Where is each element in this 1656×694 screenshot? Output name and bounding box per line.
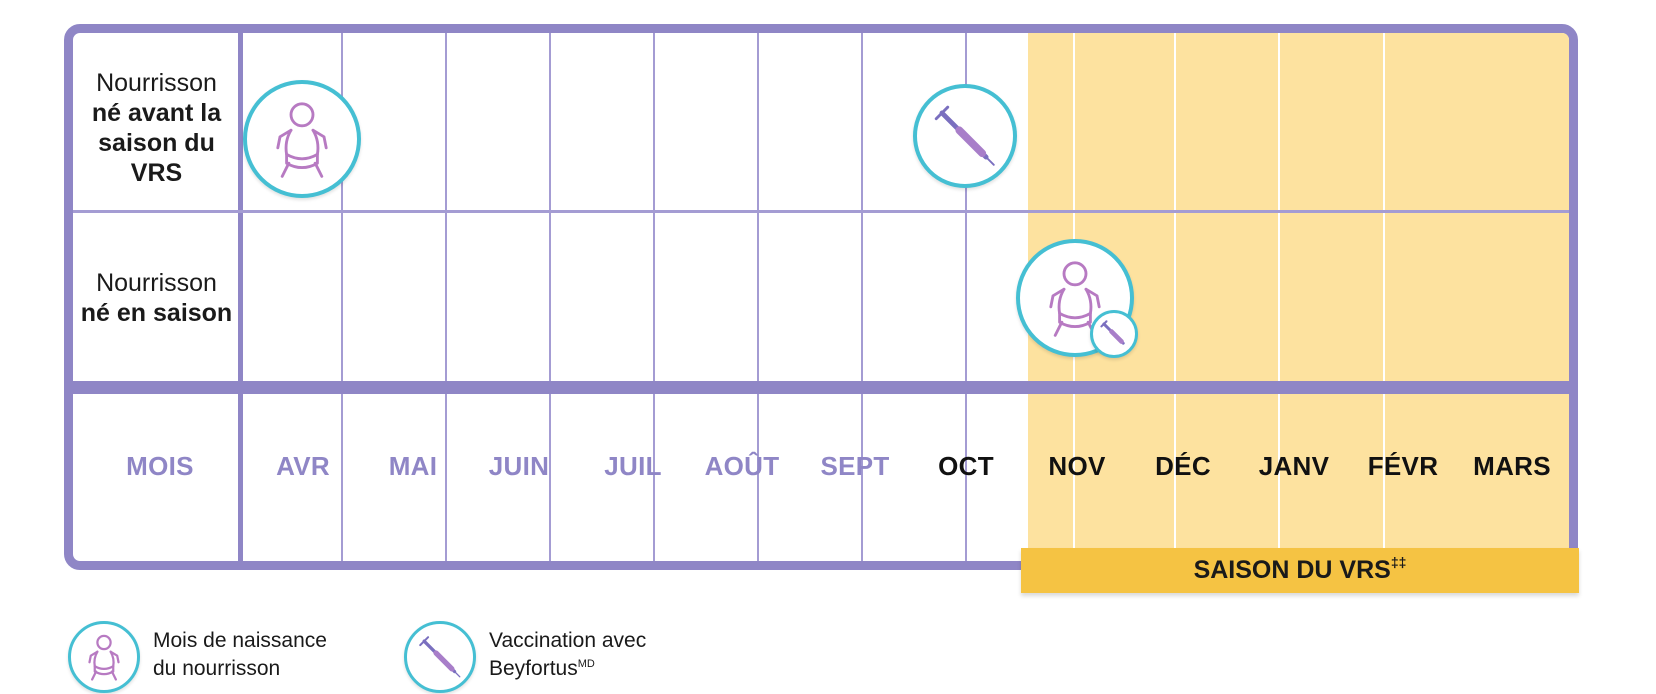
row-label-before-season: Nourrisson né avant la saison du VRS	[73, 68, 240, 188]
grid-line	[1174, 33, 1176, 561]
grid-line	[861, 33, 863, 561]
month-label: MAI	[388, 451, 438, 481]
month-label: DÉC	[1155, 451, 1211, 481]
grid-line	[445, 33, 447, 561]
row-divider	[73, 210, 1569, 213]
month-label: FÉVR	[1367, 451, 1439, 481]
month-label: SEPT	[820, 451, 890, 481]
legend-birth-line2: du nourrisson	[153, 657, 281, 680]
month-label: MARS	[1473, 451, 1551, 481]
month-label: OCT	[938, 451, 994, 481]
month-label: AVR	[276, 451, 330, 481]
legend-syringe-icon	[404, 621, 476, 693]
month-label: JANV	[1258, 451, 1330, 481]
grid-line	[965, 33, 967, 561]
row-label-bold: né en saison	[80, 299, 233, 327]
months-header: MOIS	[126, 451, 194, 481]
grid-line	[549, 33, 551, 561]
season-banner: SAISON DU VRS‡‡	[1021, 548, 1579, 593]
legend-birth-line1: Mois de naissance	[153, 629, 327, 652]
label-column-divider	[238, 33, 243, 561]
month-label: NOV	[1048, 451, 1106, 481]
months-divider	[73, 381, 1569, 394]
grid-line	[653, 33, 655, 561]
legend-birth-text: Mois de naissance du nourrisson	[153, 627, 327, 683]
grid-line	[341, 33, 343, 561]
row-label-light: Nourrisson	[96, 69, 217, 97]
month-label: AOÛT	[704, 451, 780, 481]
legend-vaccine-line1: Vaccination avec	[489, 629, 647, 652]
calendar-frame	[64, 24, 1578, 570]
season-footnote-mark: ‡‡	[1390, 554, 1407, 570]
grid-line	[757, 33, 759, 561]
month-label: JUIN	[488, 451, 550, 481]
grid-line	[1278, 33, 1280, 561]
season-label: SAISON DU VRS	[1193, 556, 1391, 584]
row-label-in-season: Nourrisson né en saison	[73, 268, 240, 328]
syringe-icon	[913, 84, 1017, 188]
legend-baby-icon	[68, 621, 140, 693]
grid-line	[1383, 33, 1385, 561]
row-label-light: Nourrisson	[96, 269, 217, 297]
legend-vaccine-line2: Beyfortus	[489, 657, 578, 680]
row-label-bold: né avant la saison du VRS	[91, 99, 222, 187]
baby-icon	[243, 80, 361, 198]
legend-trademark-mark: MD	[577, 658, 595, 670]
legend-vaccine-text: Vaccination avec BeyfortusMD	[489, 627, 646, 683]
syringe-icon	[1090, 310, 1138, 358]
month-label: JUIL	[604, 451, 662, 481]
